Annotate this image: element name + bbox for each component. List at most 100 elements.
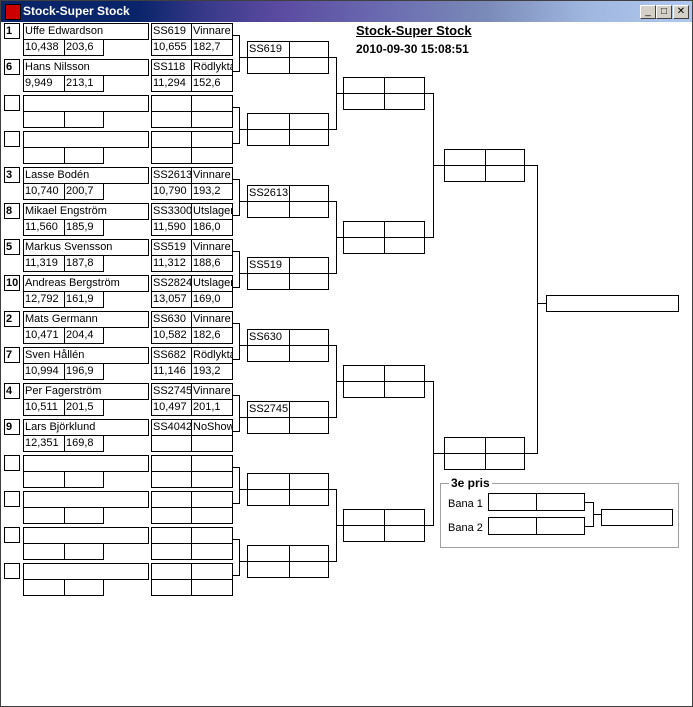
speed-field[interactable] [64, 543, 104, 560]
result-speed-field[interactable]: 193,2 [191, 363, 233, 380]
round2-result-field[interactable] [289, 257, 329, 274]
round2-time-field[interactable] [247, 345, 290, 362]
round2-speed-field[interactable] [289, 561, 329, 578]
result-speed-field[interactable]: 188,6 [191, 255, 233, 272]
speed-field[interactable]: 169,8 [64, 435, 104, 452]
title-bar[interactable]: Stock-Super Stock _ □ ✕ [1, 1, 692, 22]
driver-name-field[interactable]: Uffe Edwardson [23, 23, 149, 40]
seed-box[interactable] [4, 563, 20, 579]
round2-result-field[interactable] [289, 41, 329, 58]
car-number-field[interactable] [151, 563, 192, 580]
seed-box[interactable] [4, 455, 20, 471]
car-number-field[interactable]: SS2824 [151, 275, 192, 292]
round2-speed-field[interactable] [289, 273, 329, 290]
car-number-field[interactable]: SS2613 [151, 167, 192, 184]
speed-field[interactable]: 196,9 [64, 363, 104, 380]
round3-time-field[interactable] [343, 381, 385, 398]
round2-speed-field[interactable] [289, 345, 329, 362]
round2-speed-field[interactable] [289, 57, 329, 74]
driver-name-field[interactable]: Lasse Bodén [23, 167, 149, 184]
semifinal-speed-field[interactable] [485, 165, 525, 182]
round3-result-field[interactable] [384, 221, 425, 238]
result-field[interactable]: Rödlykta [191, 347, 233, 364]
seed-box[interactable]: 3 [4, 167, 20, 183]
semifinal-result-field[interactable] [485, 437, 525, 454]
car-number-field[interactable]: SS2745 [151, 383, 192, 400]
result-field[interactable]: Rödlykta [191, 59, 233, 76]
speed-field[interactable]: 185,9 [64, 219, 104, 236]
final-winner-field[interactable] [546, 295, 679, 312]
seed-box[interactable] [4, 527, 20, 543]
result-field[interactable] [191, 95, 233, 112]
result-speed-field[interactable]: 201,1 [191, 399, 233, 416]
result-time-field[interactable]: 10,655 [151, 39, 192, 56]
result-field[interactable]: Vinnare [191, 167, 233, 184]
round3-car-field[interactable] [343, 77, 385, 94]
round3-time-field[interactable] [343, 93, 385, 110]
result-time-field[interactable]: 11,146 [151, 363, 192, 380]
car-number-field[interactable] [151, 95, 192, 112]
third-place-winner-field[interactable] [601, 509, 673, 526]
seed-box[interactable] [4, 95, 20, 111]
car-number-field[interactable]: SS519 [151, 239, 192, 256]
result-speed-field[interactable] [191, 579, 233, 596]
seed-box[interactable]: 10 [4, 275, 20, 291]
semifinal-time-field[interactable] [444, 453, 486, 470]
result-field[interactable]: Utslagen [191, 275, 233, 292]
maximize-icon[interactable]: □ [656, 5, 672, 19]
reaction-time-field[interactable]: 10,438 [23, 39, 65, 56]
round3-result-field[interactable] [384, 365, 425, 382]
result-speed-field[interactable] [191, 543, 233, 560]
driver-name-field[interactable]: Sven Hållén [23, 347, 149, 364]
semifinal-car-field[interactable] [444, 149, 486, 166]
close-icon[interactable]: ✕ [673, 5, 689, 19]
speed-field[interactable] [64, 111, 104, 128]
car-number-field[interactable]: SS118 [151, 59, 192, 76]
driver-name-field[interactable]: Mats Germann [23, 311, 149, 328]
round2-result-field[interactable] [289, 473, 329, 490]
reaction-time-field[interactable] [23, 579, 65, 596]
speed-field[interactable]: 213,1 [64, 75, 104, 92]
round2-car-field[interactable]: SS2613 [247, 185, 290, 202]
speed-field[interactable]: 203,6 [64, 39, 104, 56]
result-speed-field[interactable] [191, 435, 233, 452]
car-number-field[interactable] [151, 491, 192, 508]
semifinal-car-field[interactable] [444, 437, 486, 454]
result-field[interactable] [191, 455, 233, 472]
result-speed-field[interactable] [191, 147, 233, 164]
result-speed-field[interactable]: 169,0 [191, 291, 233, 308]
round3-speed-field[interactable] [384, 93, 425, 110]
speed-field[interactable]: 200,7 [64, 183, 104, 200]
result-field[interactable] [191, 563, 233, 580]
reaction-time-field[interactable] [23, 507, 65, 524]
round3-car-field[interactable] [343, 365, 385, 382]
round2-result-field[interactable] [289, 401, 329, 418]
app-icon[interactable] [5, 4, 21, 20]
round2-time-field[interactable] [247, 489, 290, 506]
lane1-result-field[interactable] [536, 493, 585, 511]
reaction-time-field[interactable]: 12,351 [23, 435, 65, 452]
result-time-field[interactable]: 11,294 [151, 75, 192, 92]
driver-name-field[interactable] [23, 563, 149, 580]
result-field[interactable]: Utslagen [191, 203, 233, 220]
driver-name-field[interactable]: Per Fagerström [23, 383, 149, 400]
result-speed-field[interactable]: 186,0 [191, 219, 233, 236]
car-number-field[interactable] [151, 527, 192, 544]
result-speed-field[interactable]: 182,7 [191, 39, 233, 56]
reaction-time-field[interactable] [23, 111, 65, 128]
result-field[interactable] [191, 131, 233, 148]
driver-name-field[interactable] [23, 491, 149, 508]
speed-field[interactable]: 161,9 [64, 291, 104, 308]
seed-box[interactable] [4, 491, 20, 507]
speed-field[interactable] [64, 579, 104, 596]
round3-speed-field[interactable] [384, 237, 425, 254]
round3-speed-field[interactable] [384, 381, 425, 398]
round2-car-field[interactable] [247, 473, 290, 490]
speed-field[interactable]: 201,5 [64, 399, 104, 416]
reaction-time-field[interactable]: 11,560 [23, 219, 65, 236]
semifinal-time-field[interactable] [444, 165, 486, 182]
result-field[interactable]: Vinnare [191, 23, 233, 40]
reaction-time-field[interactable]: 11,319 [23, 255, 65, 272]
round2-time-field[interactable] [247, 129, 290, 146]
result-time-field[interactable] [151, 435, 192, 452]
